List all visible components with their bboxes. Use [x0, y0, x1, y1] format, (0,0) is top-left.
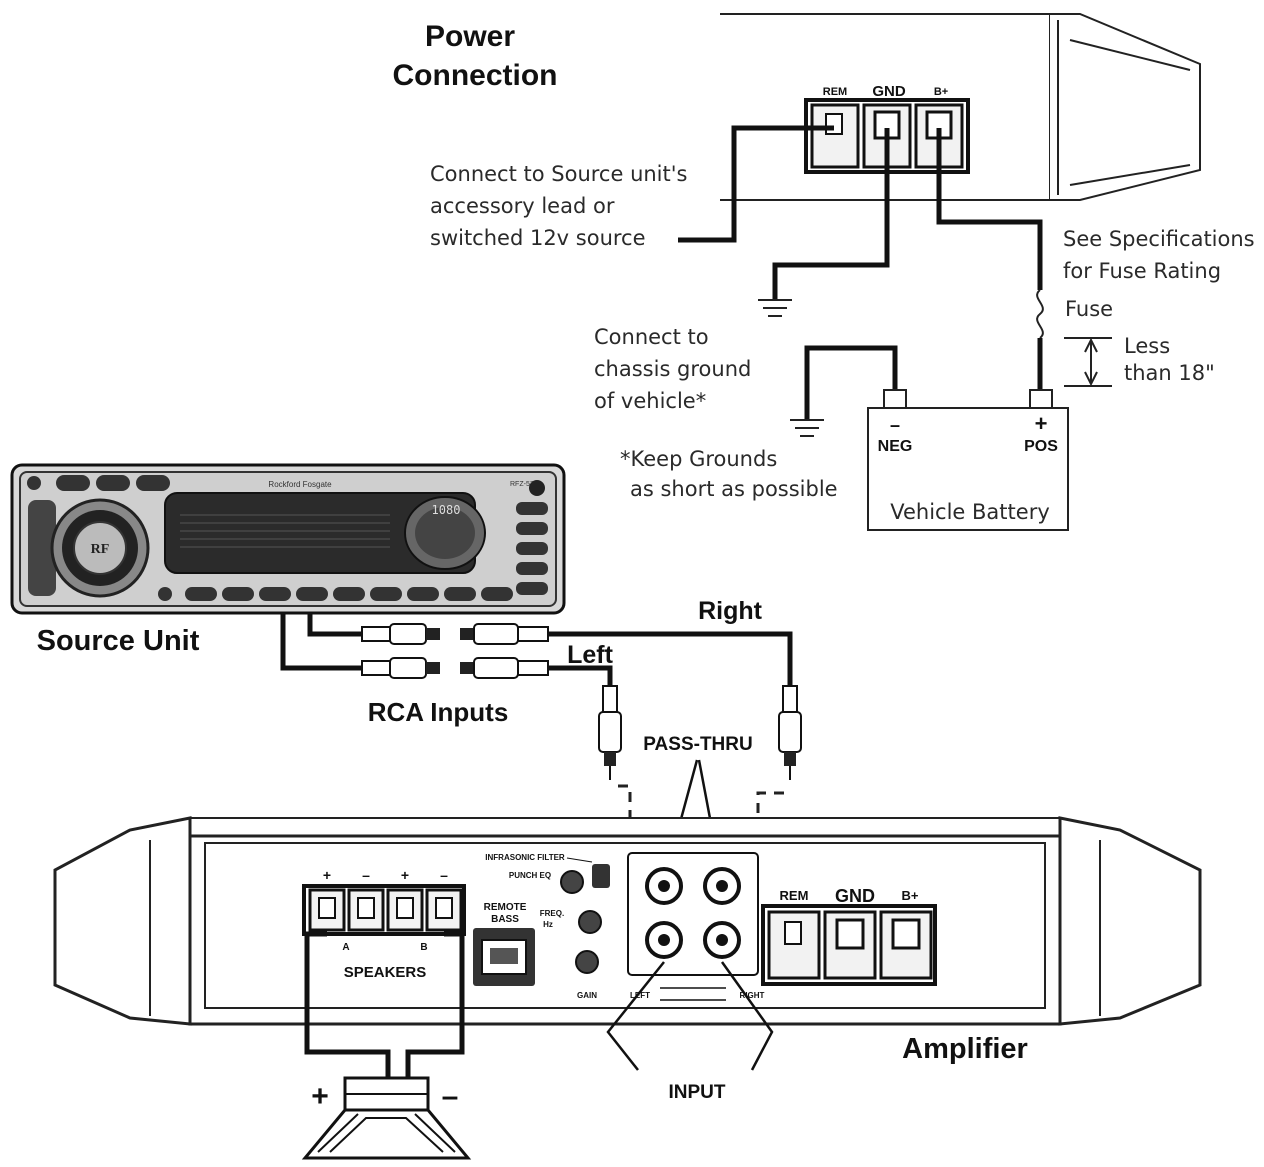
note-source-line2: accessory lead or: [430, 194, 615, 218]
punch-eq-knob: [560, 870, 584, 894]
speaker-sign-3: +: [401, 867, 409, 883]
less-than-line2: than 18": [1124, 361, 1215, 385]
punch-eq-label: PUNCH EQ: [509, 871, 551, 880]
right-dashed-link: [756, 791, 784, 860]
rca-right-plug-pair: [361, 623, 549, 645]
ground-symbol-2: [790, 419, 824, 437]
rca-left-plug-pair: [361, 657, 549, 679]
gain-label: GAIN: [577, 991, 597, 1000]
amp-bplus-label: B+: [902, 888, 919, 903]
rca-left-vertical-plug: [598, 685, 622, 780]
power-connection-section: Power Connection REM GND B+: [393, 13, 1255, 501]
gnd-wire: [772, 128, 890, 300]
amp-rem-label: REM: [780, 888, 809, 903]
vehicle-battery: – + NEG POS Vehicle Battery: [867, 389, 1069, 531]
source-unit: RFZ-5320 RF Rockford Fosgate 1080: [10, 463, 566, 657]
amplifier-label: Amplifier: [902, 1033, 1028, 1065]
note-keep-line1: *Keep Grounds: [620, 447, 777, 471]
speaker-minus-label: –: [442, 1080, 459, 1113]
battery-neg-label: NEG: [878, 438, 913, 455]
battery-neg-sign: –: [890, 415, 900, 435]
speaker-a-label: A: [342, 942, 349, 953]
source-model: RFZ-5320: [510, 481, 542, 488]
speaker-b-label: B: [420, 942, 427, 953]
battery-pos-sign: +: [1035, 411, 1048, 436]
fuse-label: Fuse: [1065, 297, 1113, 321]
input-pointer: [606, 961, 774, 1071]
neg-wire: [804, 345, 898, 420]
rca-right-label: Right: [698, 597, 763, 625]
jack-right-label: RIGHT: [740, 991, 765, 1000]
jack-left-label: LEFT: [630, 991, 650, 1000]
bplus-wire: [936, 128, 1043, 290]
rca-jacks: LEFT RIGHT: [627, 852, 765, 1001]
amp-gnd-label: GND: [835, 886, 875, 906]
gain-knob: [575, 950, 599, 974]
rca-left-amp-wire: [548, 665, 613, 686]
speaker-icon: + –: [301, 1076, 472, 1160]
note-chassis-line1: Connect to: [594, 325, 709, 349]
amplifier: + – + – A B SPEAKERS REMOTE BASS: [53, 816, 1202, 1065]
battery-neg-post: [883, 389, 907, 409]
rca-inputs-label: RCA Inputs: [368, 697, 509, 727]
rca-right-source-wire: [307, 613, 362, 637]
svg-text:RF: RF: [91, 542, 110, 557]
note-specs-line2: for Fuse Rating: [1063, 259, 1221, 283]
source-unit-label: Source Unit: [37, 625, 200, 657]
rca-cables: Right Left RCA Inputs PASS-THRU: [280, 597, 802, 883]
ground-symbol-1: [758, 299, 792, 317]
remote-bass-line2: BASS: [491, 914, 519, 925]
amp-controls: INFRASONIC FILTER PUNCH EQ FREQ. Hz GAIN: [485, 853, 610, 1000]
amp-power-terminals: REM GND B+: [761, 886, 937, 986]
terminal-rem-label: REM: [823, 86, 847, 98]
battery-pos-label: POS: [1024, 438, 1058, 455]
input-label: INPUT: [669, 1082, 726, 1103]
svg-text:1080: 1080: [432, 503, 461, 517]
battery-pos-post: [1029, 389, 1053, 409]
freq-knob: [578, 910, 602, 934]
rem-wire: [678, 125, 834, 243]
speaker-terminals: + – + – A B SPEAKERS: [302, 867, 466, 981]
power-title-line2: Connection: [393, 59, 558, 92]
terminal-bplus-label: B+: [934, 86, 948, 98]
note-source-line1: Connect to Source unit's: [430, 162, 687, 186]
note-keep-line2: as short as possible: [630, 477, 838, 501]
remote-bass-port: REMOTE BASS: [473, 902, 535, 986]
infrasonic-label: INFRASONIC FILTER: [485, 853, 565, 862]
remote-bass-line1: REMOTE: [484, 902, 527, 913]
volume-knob: [73, 521, 127, 575]
speaker-sign-4: –: [440, 867, 448, 883]
freq-label-line2: Hz: [543, 920, 553, 929]
infrasonic-switch: [592, 864, 610, 888]
length-indicator: [1064, 337, 1112, 387]
note-chassis-line2: chassis ground: [594, 357, 751, 381]
speaker-plus-wire: [304, 931, 391, 1080]
freq-label-line1: FREQ.: [540, 909, 564, 918]
battery-label: Vehicle Battery: [890, 500, 1050, 524]
fuse-symbol: [1036, 289, 1044, 339]
speaker-plus-label: +: [311, 1080, 329, 1113]
note-source-line3: switched 12v source: [430, 226, 646, 250]
speaker-sign-2: –: [362, 867, 370, 883]
source-brand: Rockford Fosgate: [268, 480, 332, 489]
pass-thru-label: PASS-THRU: [643, 734, 752, 755]
rca-left-label: Left: [567, 641, 614, 669]
note-specs-line1: See Specifications: [1063, 227, 1255, 251]
speakers-label: SPEAKERS: [344, 964, 427, 981]
speaker-minus-wire: [405, 931, 465, 1080]
rca-right-vertical-plug: [778, 685, 802, 780]
note-chassis-line3: of vehicle*: [594, 389, 706, 413]
less-than-line1: Less: [1124, 334, 1170, 358]
power-title-line1: Power: [425, 20, 515, 53]
rca-left-source-wire: [280, 613, 362, 671]
terminal-gnd-label: GND: [872, 83, 906, 100]
rca-right-amp-wire: [548, 631, 793, 686]
speaker-sign-1: +: [323, 867, 331, 883]
